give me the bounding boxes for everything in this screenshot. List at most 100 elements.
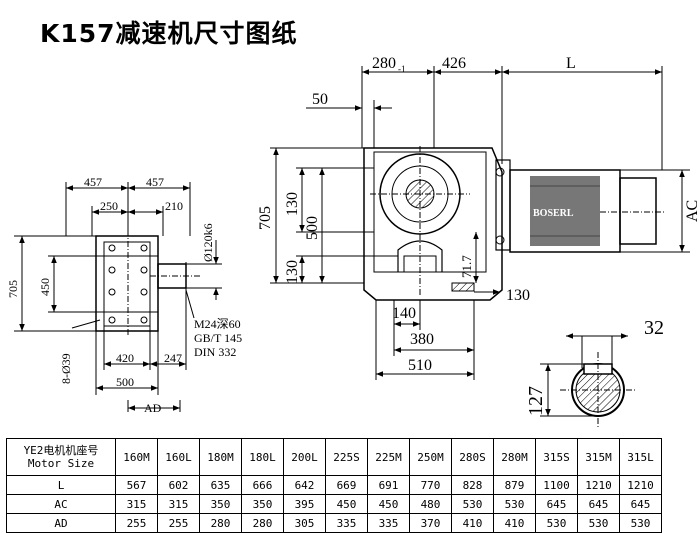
dim-457-left: 457 [84,175,102,189]
dim-130-upper: 130 [284,192,301,216]
col-280S: 280S [451,438,494,476]
col-225M: 225M [367,438,410,476]
dim-210: 210 [165,199,183,213]
table-cell: 645 [577,494,620,514]
dim-457-right: 457 [146,175,164,189]
brand-label: BOSERL [533,208,574,219]
table-cell: 450 [325,494,368,514]
main-view [270,66,690,380]
dim-380: 380 [410,331,434,348]
note-standard-din: DIN 332 [194,345,236,359]
col-180L: 180L [241,438,284,476]
dim-250: 250 [100,199,118,213]
dim-L: L [566,55,576,72]
table-cell: 642 [283,475,326,495]
table-cell: 370 [409,513,452,533]
col-315S: 315S [535,438,578,476]
dim-450: 450 [38,278,52,296]
table-cell: 669 [325,475,368,495]
table-cell: 255 [115,513,158,533]
table-cell: 280 [241,513,284,533]
table-cell: 280 [199,513,242,533]
col-315M: 315M [577,438,620,476]
dim-130-lower: 130 [284,260,301,284]
table-cell: 691 [367,475,410,495]
table-cell: 530 [451,494,494,514]
table-cell: 828 [451,475,494,495]
table-cell: 450 [367,494,410,514]
table-cell: 770 [409,475,452,495]
motor-body [530,176,600,246]
dimension-table: YE2电机机座号 Motor Size 160M 160L 180M 180L … [6,438,662,533]
header-line-1: YE2电机机座号 [23,444,99,457]
left-view-labels: 457 457 250 210 Ø120k6 705 450 8-Ø39 420… [6,175,242,415]
table-cell: 395 [283,494,326,514]
table-header-cell: YE2电机机座号 Motor Size [6,438,116,476]
table-cell: 530 [619,513,662,533]
header-line-2: Motor Size [27,457,95,470]
shaft-detail [540,333,636,428]
table-cell: 530 [577,513,620,533]
table-cell: 1210 [577,475,620,495]
dim-71-7: 71.7 [459,255,474,278]
table-cell: 666 [241,475,284,495]
page-title: K157减速机尺寸图纸 [40,19,298,48]
dim-shaft-diameter: Ø120k6 [201,223,215,262]
table-cell: 1210 [619,475,662,495]
col-160L: 160L [157,438,200,476]
col-180M: 180M [199,438,242,476]
dim-500-main: 500 [304,216,321,240]
dim-130-right: 130 [506,287,530,304]
col-315L: 315L [619,438,662,476]
table-cell: 335 [325,513,368,533]
table-cell: 410 [493,513,536,533]
left-view [14,182,222,412]
dim-127: 127 [525,386,547,416]
main-view-labels: 280 -1 426 L 50 705 130 500 130 71.7 130… [257,55,700,374]
table-cell: 530 [535,513,578,533]
technical-drawing: 457 457 250 210 Ø120k6 705 450 8-Ø39 420… [6,55,700,428]
dim-AC: AC [684,200,700,222]
table-cell: 645 [619,494,662,514]
table-row: L 567 602 635 666 642 669 691 770 828 87… [6,475,662,495]
dim-247: 247 [164,351,182,365]
dim-280: 280 [372,55,396,72]
table-cell: 480 [409,494,452,514]
row-label-L: L [6,475,116,495]
table-row: AD 255 255 280 280 305 335 335 370 410 4… [6,513,662,533]
dim-510: 510 [408,357,432,374]
table-cell: 410 [451,513,494,533]
dim-705-left: 705 [6,280,20,298]
table-row: AC 315 315 350 350 395 450 450 480 530 5… [6,494,662,514]
dim-ad: AD [144,401,162,415]
table-cell: 635 [199,475,242,495]
dim-key-32: 32 [644,317,664,339]
col-250M: 250M [409,438,452,476]
table-cell: 1100 [535,475,578,495]
dim-500: 500 [116,375,134,389]
col-280M: 280M [493,438,536,476]
table-cell: 315 [157,494,200,514]
note-thread: M24深60 [194,317,241,331]
table-cell: 255 [157,513,200,533]
dim-50: 50 [312,91,328,108]
col-225S: 225S [325,438,368,476]
dim-426: 426 [442,55,466,72]
col-200L: 200L [283,438,326,476]
table-cell: 602 [157,475,200,495]
shaft-detail-labels: 32 127 [525,317,664,416]
row-label-AC: AC [6,494,116,514]
table-cell: 350 [241,494,284,514]
dim-bolt-holes: 8-Ø39 [59,353,73,384]
table-cell: 315 [115,494,158,514]
table-cell: 335 [367,513,410,533]
dim-280-tolerance: -1 [398,64,406,74]
table-cell: 350 [199,494,242,514]
col-160M: 160M [115,438,158,476]
dim-140: 140 [392,305,416,322]
dim-420: 420 [116,351,134,365]
table-cell: 567 [115,475,158,495]
table-cell: 645 [535,494,578,514]
table-cell: 879 [493,475,536,495]
row-label-AD: AD [6,513,116,533]
